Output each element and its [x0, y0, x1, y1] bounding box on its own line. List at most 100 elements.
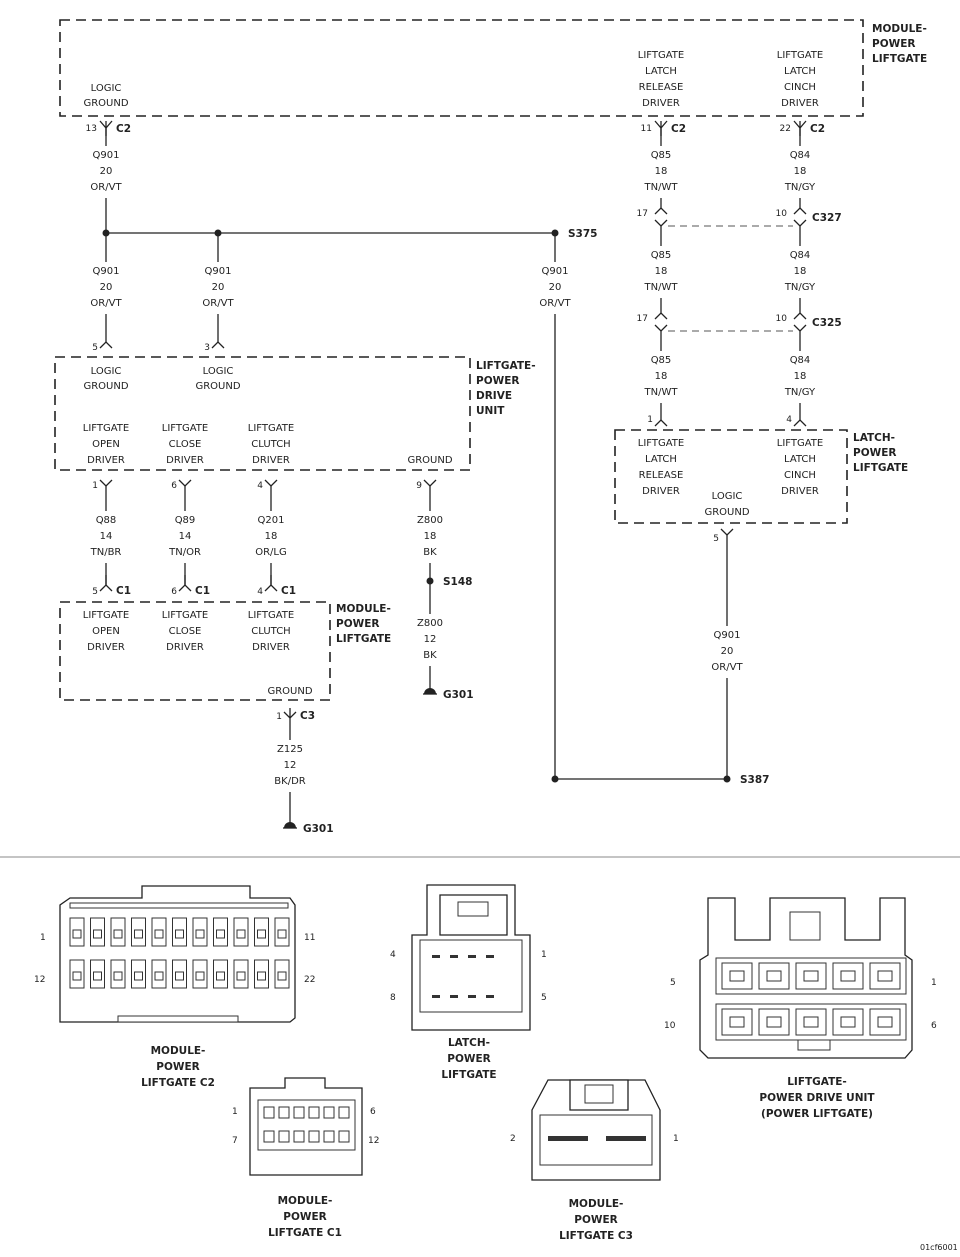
svg-text:3: 3 — [204, 343, 210, 353]
connector-cavity — [93, 929, 102, 939]
svg-text:1: 1 — [647, 415, 653, 425]
c2-label-c: C2 — [810, 123, 825, 135]
c3-pin-1: 1 — [673, 1134, 679, 1144]
module-c1-connector-view — [249, 1077, 363, 1176]
connector-cavity — [338, 1130, 350, 1143]
drive-unit-view-title: LIFTGATE-POWER DRIVE UNIT(POWER LIFTGATE… — [759, 1076, 875, 1120]
c325-label: C325 — [812, 317, 842, 329]
latch-pin-8: 8 — [390, 993, 396, 1003]
connector-cavity — [308, 1130, 320, 1143]
connector-cavity — [293, 1106, 305, 1119]
c2-pin-1: 1 — [40, 933, 46, 943]
connector-cavity — [236, 929, 246, 939]
top-module-box — [59, 19, 864, 117]
connector-cavity — [113, 971, 123, 981]
svg-text:13: 13 — [86, 124, 97, 134]
connector-cavity — [72, 971, 82, 981]
connector-cavity — [766, 1016, 782, 1028]
latch-pin-1: 1 — [541, 950, 547, 960]
c1-pin-12: 12 — [368, 1136, 379, 1146]
connector-cavity — [277, 929, 287, 939]
module-c3-connector-view — [531, 1079, 661, 1181]
latch-connector-view — [411, 884, 531, 1031]
du-pin-6: 6 — [931, 1021, 937, 1031]
module-c2-connector-view — [59, 885, 296, 1023]
connector-symbols — [99, 120, 807, 719]
c1-label-c: C1 — [281, 585, 296, 597]
c2-pin-12: 12 — [34, 975, 45, 985]
connector-cavity — [195, 929, 205, 939]
connector-cavity — [803, 1016, 819, 1028]
svg-text:6: 6 — [171, 587, 177, 597]
svg-text:1: 1 — [276, 712, 282, 722]
c2-label-a: C2 — [116, 123, 131, 135]
connector-cavity — [72, 929, 82, 939]
latch-pin-5: 5 — [541, 993, 547, 1003]
figure-id: 01cf6001 — [920, 1243, 958, 1252]
ground-symbol-g301-a — [423, 688, 437, 695]
connector-cavity — [236, 971, 246, 981]
svg-text:22: 22 — [780, 124, 791, 134]
du-pin-1: 1 — [931, 978, 937, 988]
connector-cavity — [216, 971, 225, 981]
du-pin-5: 5 — [670, 978, 676, 988]
c3-pin-2: 2 — [510, 1134, 516, 1144]
du-pin-10: 10 — [664, 1021, 676, 1031]
connector-cavity — [803, 970, 819, 982]
c1-label-b: C1 — [195, 585, 210, 597]
connector-cavity — [154, 971, 164, 981]
c2-pin-11: 11 — [304, 933, 315, 943]
svg-text:10: 10 — [776, 209, 788, 219]
g301-label-a: G301 — [443, 689, 474, 701]
c1-pin-1: 1 — [232, 1107, 238, 1117]
connector-cavity — [278, 1130, 290, 1143]
wires — [105, 121, 801, 824]
svg-text:1: 1 — [92, 481, 98, 491]
connector-cavity — [216, 929, 225, 939]
connector-cavity — [257, 971, 266, 981]
connector-cavity — [175, 971, 184, 981]
connector-cavity — [338, 1106, 350, 1119]
c1-pin-6: 6 — [370, 1107, 376, 1117]
du-ground-label: GROUND — [407, 455, 452, 466]
svg-text:6: 6 — [171, 481, 177, 491]
latch-module-box — [614, 429, 848, 524]
svg-text:5: 5 — [92, 587, 98, 597]
svg-text:17: 17 — [637, 209, 648, 219]
connector-cavity — [293, 1130, 305, 1143]
connector-cavity — [278, 1106, 290, 1119]
c1-label-a: C1 — [116, 585, 131, 597]
drive-unit-box — [54, 356, 471, 471]
connector-cavity — [877, 970, 893, 982]
connector-cavity — [134, 929, 143, 939]
connector-cavity — [263, 1130, 275, 1143]
connector-cavity — [113, 929, 123, 939]
